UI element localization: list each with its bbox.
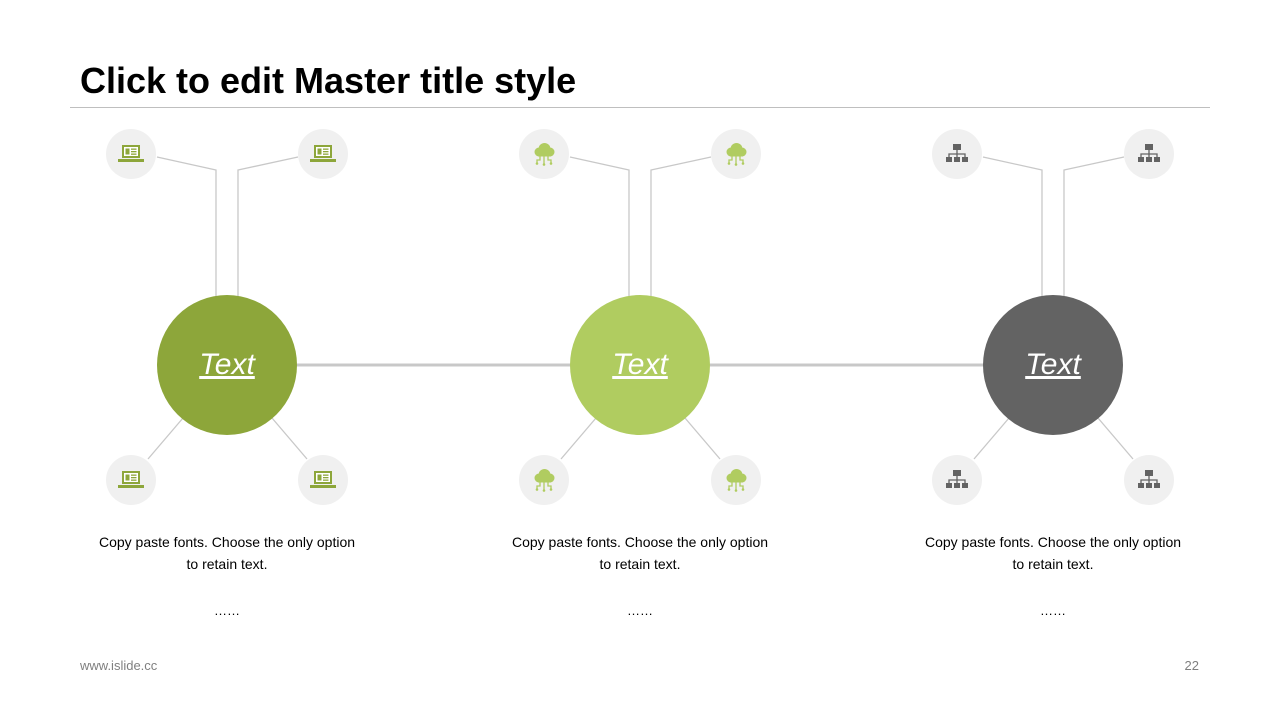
laptop-icon-leaf[interactable] bbox=[298, 455, 348, 505]
connector-g3-tr bbox=[1063, 156, 1125, 297]
hub-label[interactable]: Text bbox=[199, 348, 255, 381]
laptop-icon-leaf[interactable] bbox=[298, 129, 348, 179]
description-text: Copy paste fonts. Choose the only option… bbox=[924, 534, 1182, 572]
connector-g1-bl bbox=[147, 417, 184, 460]
org-chart-icon bbox=[1138, 144, 1160, 162]
connector-g2-tr bbox=[650, 156, 712, 297]
connector-g2-bl bbox=[560, 417, 597, 460]
org-chart-icon-leaf[interactable] bbox=[932, 455, 982, 505]
hub-circle-3[interactable]: Text bbox=[983, 295, 1123, 435]
org-chart-icon-leaf[interactable] bbox=[1124, 455, 1174, 505]
laptop-icon bbox=[118, 145, 144, 162]
cloud-network-icon-leaf[interactable] bbox=[519, 455, 569, 505]
connector-g1-tr bbox=[237, 156, 299, 297]
ellipsis-text: …… bbox=[1040, 603, 1066, 618]
connector-g1-tl bbox=[156, 156, 217, 297]
hub-label[interactable]: Text bbox=[612, 348, 668, 381]
hub-circle-1[interactable]: Text bbox=[157, 295, 297, 435]
ellipsis-text: …… bbox=[214, 603, 240, 618]
page-number: 22 bbox=[1184, 658, 1199, 673]
org-chart-icon-leaf[interactable] bbox=[932, 129, 982, 179]
footer-website: www.islide.cc bbox=[80, 658, 158, 673]
org-chart-icon bbox=[946, 144, 968, 162]
laptop-icon-leaf[interactable] bbox=[106, 129, 156, 179]
slide-title[interactable]: Click to edit Master title style bbox=[80, 60, 577, 101]
laptop-icon bbox=[118, 471, 144, 488]
org-chart-icon bbox=[1138, 470, 1160, 488]
description-text: Copy paste fonts. Choose the only option… bbox=[511, 534, 769, 572]
connector-g2-br bbox=[684, 417, 721, 460]
cloud-network-icon bbox=[534, 143, 555, 166]
cloud-network-icon-leaf[interactable] bbox=[519, 129, 569, 179]
cloud-network-icon-leaf[interactable] bbox=[711, 129, 761, 179]
connector-g3-tl bbox=[982, 156, 1043, 297]
connector-g1-br bbox=[271, 417, 308, 460]
cloud-network-icon bbox=[534, 469, 555, 492]
laptop-icon-leaf[interactable] bbox=[106, 455, 156, 505]
laptop-icon bbox=[310, 145, 336, 162]
org-chart-icon-leaf[interactable] bbox=[1124, 129, 1174, 179]
cloud-network-icon bbox=[726, 143, 747, 166]
connector-g3-bl bbox=[973, 417, 1010, 460]
ellipsis-text: …… bbox=[627, 603, 653, 618]
connector-g2-tl bbox=[569, 156, 630, 297]
org-chart-icon bbox=[946, 470, 968, 488]
title-divider bbox=[70, 107, 1210, 108]
connector-g3-br bbox=[1097, 417, 1134, 460]
description-text: Copy paste fonts. Choose the only option… bbox=[98, 534, 356, 572]
hub-circle-2[interactable]: Text bbox=[570, 295, 710, 435]
laptop-icon bbox=[310, 471, 336, 488]
hub-label[interactable]: Text bbox=[1025, 348, 1081, 381]
cloud-network-icon bbox=[726, 469, 747, 492]
cloud-network-icon-leaf[interactable] bbox=[711, 455, 761, 505]
